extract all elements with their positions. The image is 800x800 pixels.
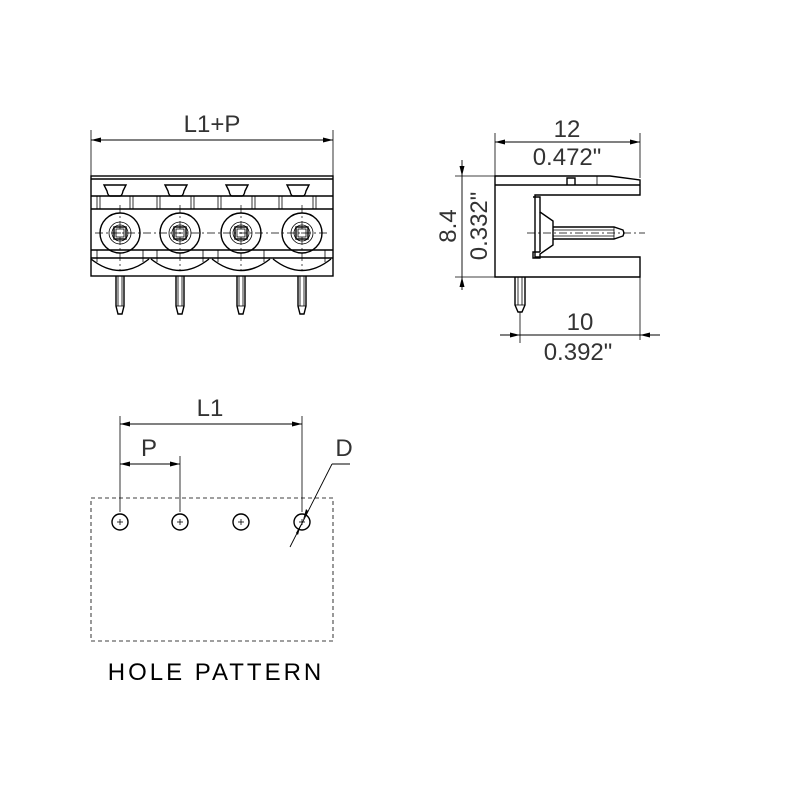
hole-1: [111, 513, 129, 531]
label-width-mm: 12: [554, 116, 581, 143]
pcb-outline: [90, 497, 334, 642]
hole-4: [293, 513, 311, 531]
contact-cavity: [532, 196, 554, 259]
label-height-in: 0.332": [466, 192, 493, 261]
dimension-pitch: P: [120, 435, 181, 512]
dimension-l1: L1: [119, 395, 303, 512]
front-view: L1+P: [90, 111, 334, 315]
side-view: 12 0.472" 8.4 0.332": [435, 116, 660, 366]
label-l1: L1: [197, 395, 224, 422]
dimension-diameter: D: [289, 435, 353, 548]
hole-3: [232, 513, 250, 531]
dimension-width: 12 0.472": [494, 116, 641, 178]
label-l1-plus-p: L1+P: [184, 111, 241, 138]
hole-pattern-title: HOLE PATTERN: [108, 659, 324, 686]
hole-2: [171, 513, 189, 531]
vertical-pin: [514, 277, 526, 313]
side-body-outline: [494, 175, 641, 278]
housing-outline: [90, 175, 334, 277]
label-height-mm: 8.4: [435, 209, 462, 242]
label-diameter: D: [335, 435, 352, 462]
dimension-pin-offset: 10 0.392": [500, 277, 660, 366]
label-pin-offset-mm: 10: [567, 309, 594, 336]
dimension-l1-plus-p: L1+P: [90, 111, 334, 178]
label-width-in: 0.472": [533, 144, 602, 171]
label-pin-offset-in: 0.392": [544, 339, 613, 366]
dimension-height: 8.4 0.332": [435, 160, 495, 290]
hole-pattern: L1 P D: [90, 395, 353, 686]
label-pitch: P: [141, 435, 157, 462]
